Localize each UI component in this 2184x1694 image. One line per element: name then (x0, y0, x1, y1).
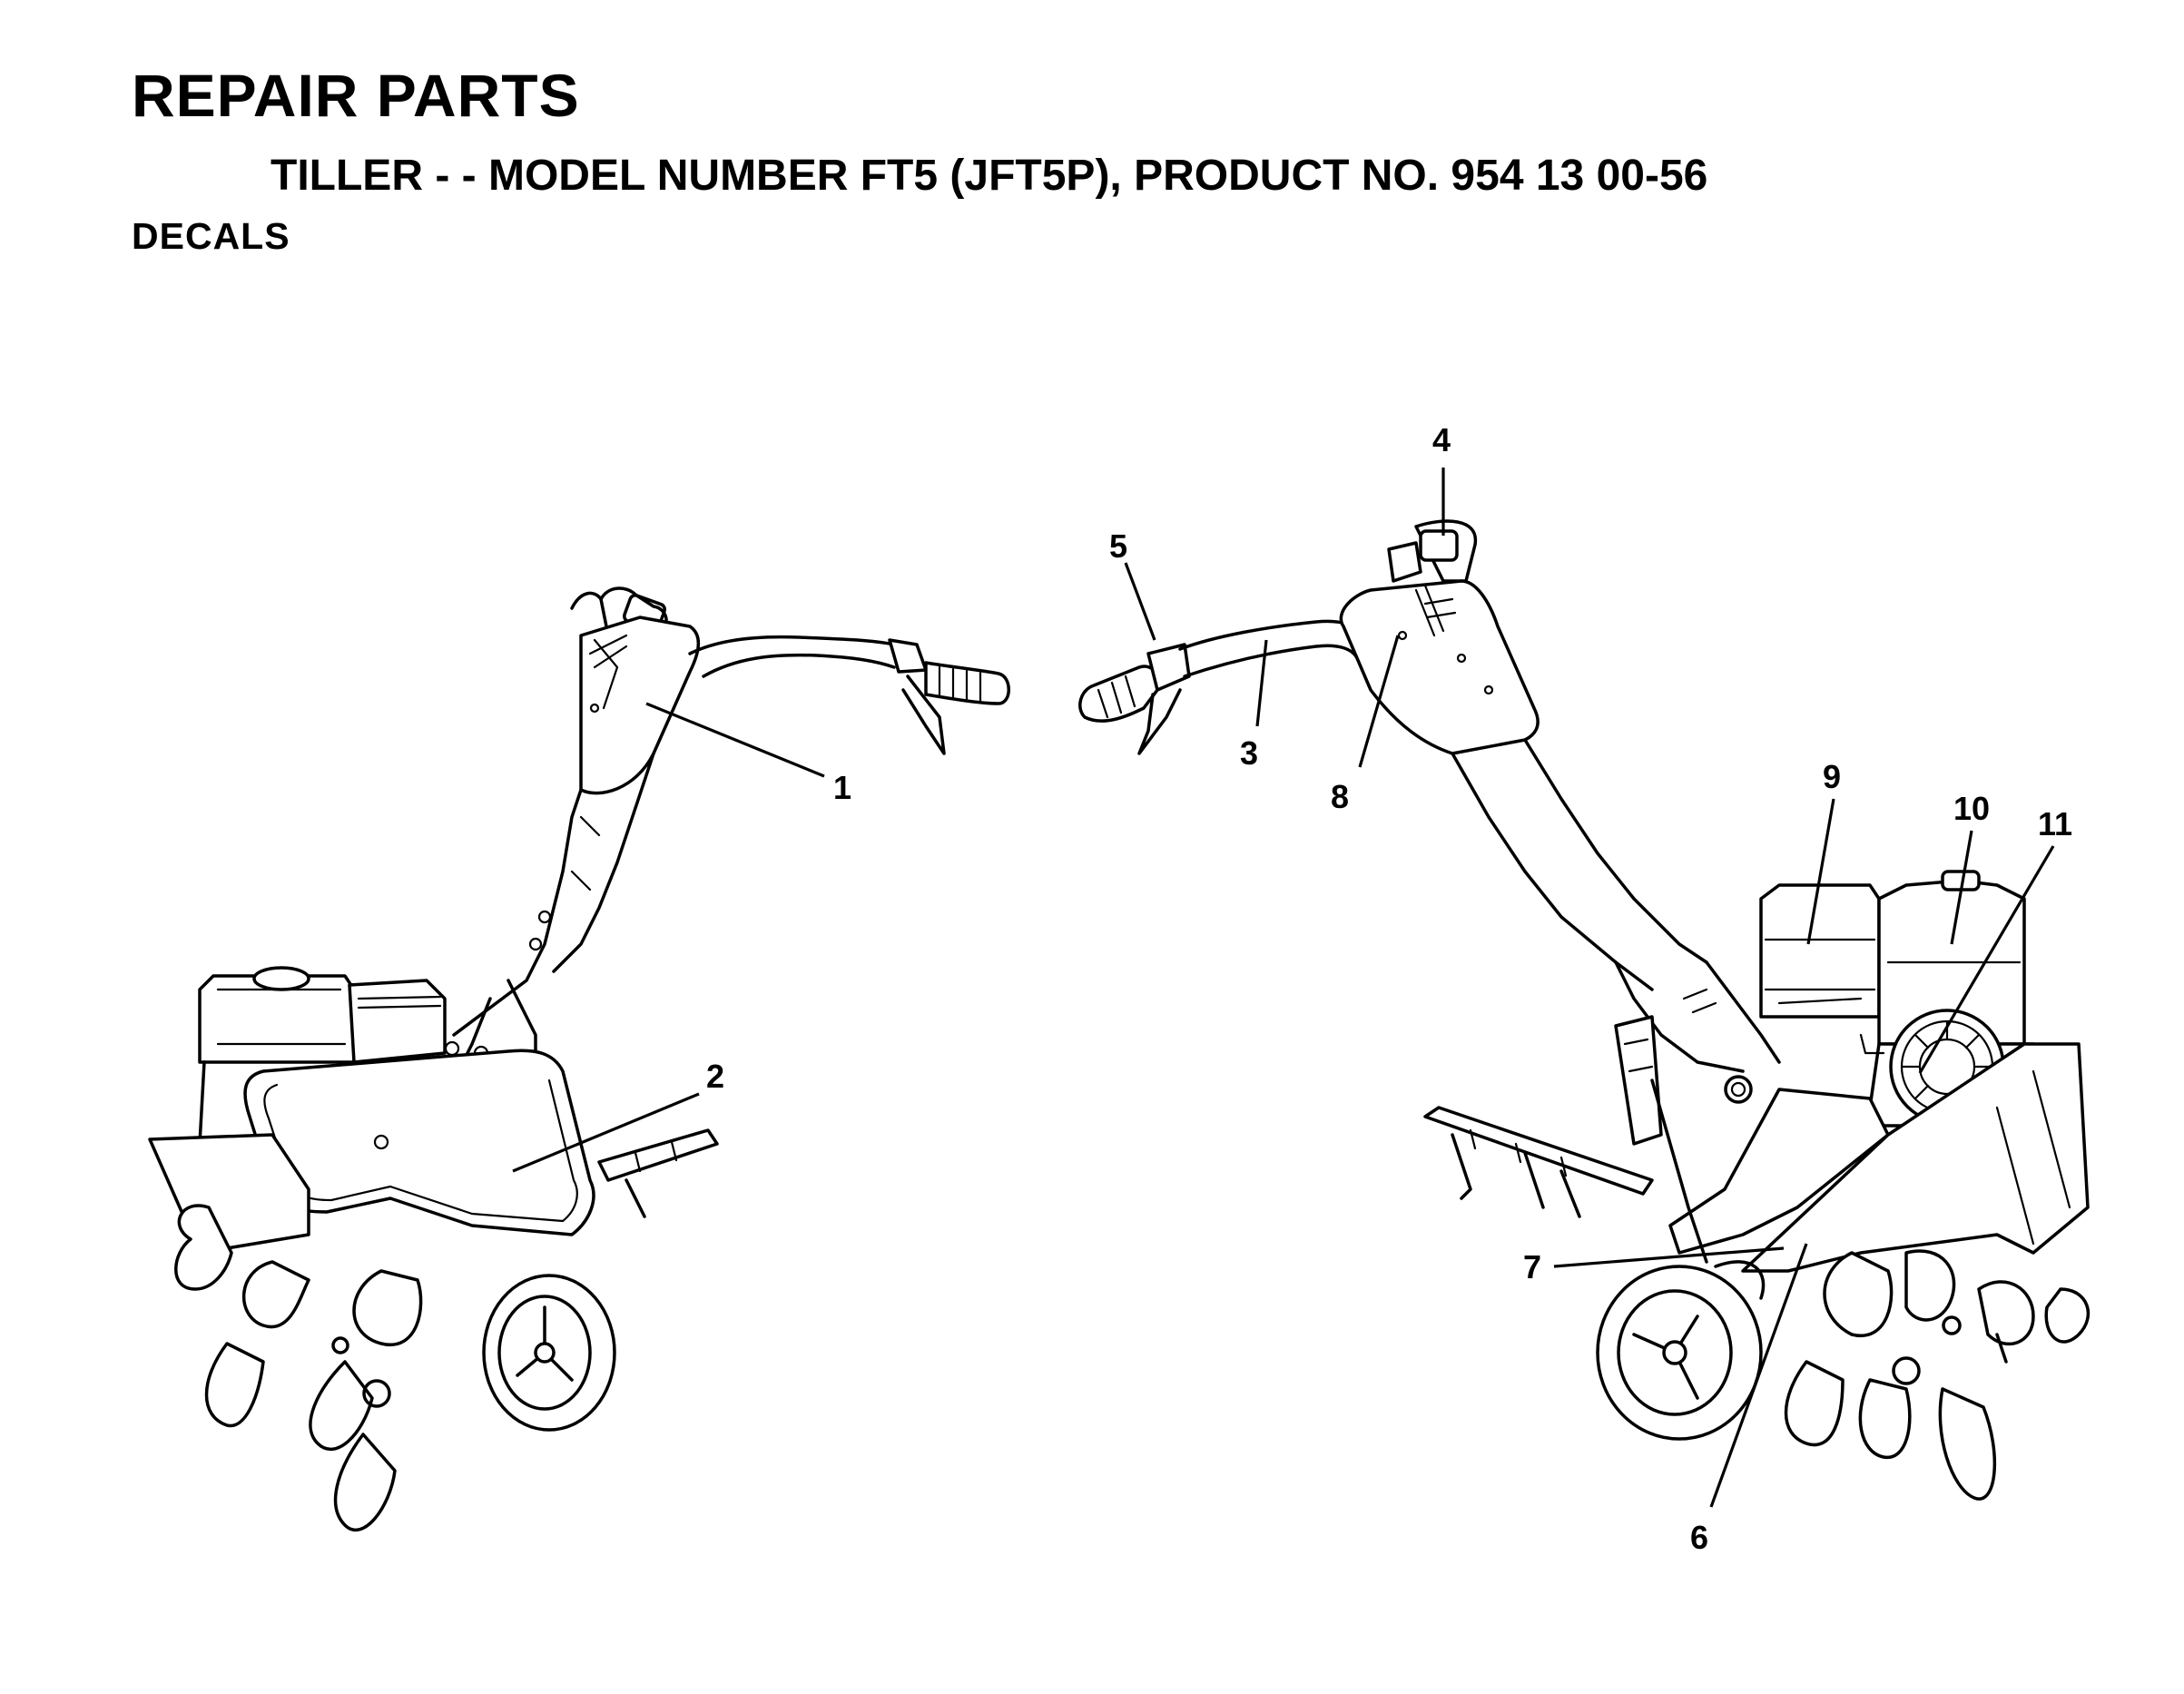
callout-10: 10 (1950, 790, 1990, 945)
callout-10-label: 10 (1953, 790, 1990, 827)
page-subtitle: TILLER - - MODEL NUMBER FT5 (JFT5P), PRO… (271, 152, 1708, 200)
callout-6: 6 (1690, 1243, 1808, 1556)
callout-8-label: 8 (1331, 778, 1349, 815)
callout-11: 11 (1918, 805, 2072, 1074)
callout-1-label: 1 (833, 769, 851, 806)
callout-1: 1 (645, 702, 851, 806)
callout-7: 7 (1523, 1246, 1785, 1285)
callout-7-label: 7 (1523, 1248, 1541, 1285)
callout-6-label: 6 (1690, 1519, 1708, 1556)
callout-5: 5 (1109, 527, 1156, 641)
callout-9: 9 (1806, 758, 1841, 945)
callout-5-label: 5 (1109, 527, 1127, 565)
callout-2: 2 (512, 1058, 724, 1173)
right-tiller-illustration (1078, 519, 2090, 1501)
callout-8: 8 (1331, 635, 1400, 815)
callout-11-label: 11 (2038, 805, 2072, 842)
page-title: REPAIR PARTS (132, 62, 580, 129)
callout-4-label: 4 (1432, 421, 1451, 458)
callout-3: 3 (1240, 639, 1268, 772)
left-tiller-illustration (148, 586, 1010, 1532)
callout-9-label: 9 (1823, 758, 1841, 795)
callout-3-label: 3 (1240, 734, 1258, 772)
callout-2-label: 2 (706, 1058, 724, 1095)
callout-4: 4 (1432, 421, 1451, 536)
section-heading: DECALS (132, 215, 290, 257)
